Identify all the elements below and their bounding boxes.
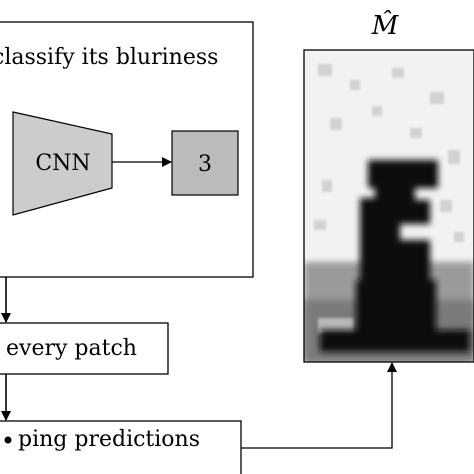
merge-box [0, 420, 242, 474]
patch-label: every patch [6, 336, 137, 361]
patch-box [0, 322, 169, 375]
cnn-block [12, 111, 113, 216]
cnn-label: CNN [35, 151, 90, 176]
blur-map-image [304, 50, 474, 362]
map-title: M̂ [371, 10, 400, 41]
merge-to-map-connector [241, 362, 397, 449]
output-box [171, 130, 239, 196]
merge-bullet [4, 436, 12, 444]
blur-map-frame [303, 49, 474, 363]
output-label: 3 [198, 152, 212, 177]
merge-label: ping predictions [18, 427, 200, 452]
classifier-caption: classify its bluriness [0, 45, 218, 70]
